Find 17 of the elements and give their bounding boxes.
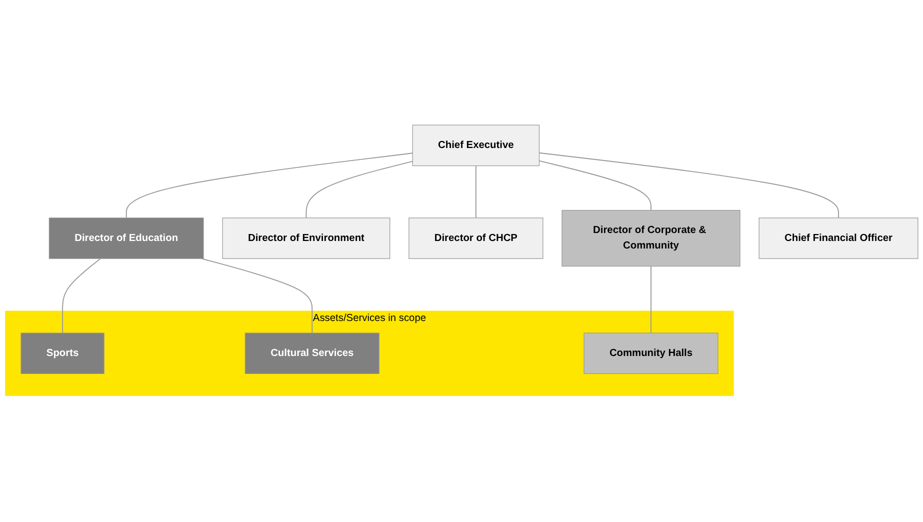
node-box: Director of Environment bbox=[222, 218, 390, 260]
connector bbox=[538, 152, 839, 219]
connector bbox=[650, 266, 652, 334]
connector bbox=[538, 160, 652, 212]
node-box: Director of Corporate & Community bbox=[562, 210, 740, 268]
connector bbox=[475, 166, 476, 219]
node-box: Sports bbox=[20, 333, 104, 374]
node-box: Director of CHCP bbox=[408, 218, 544, 260]
node-box: Director of Education bbox=[48, 218, 204, 260]
connector bbox=[306, 161, 414, 219]
node-box: Community Halls bbox=[584, 333, 718, 374]
connector bbox=[201, 258, 313, 334]
node-box: Chief Executive bbox=[412, 125, 540, 167]
connector bbox=[62, 258, 101, 334]
connector bbox=[126, 153, 414, 219]
node-box: Cultural Services bbox=[244, 333, 380, 374]
node-box: Chief Financial Officer bbox=[758, 218, 918, 260]
